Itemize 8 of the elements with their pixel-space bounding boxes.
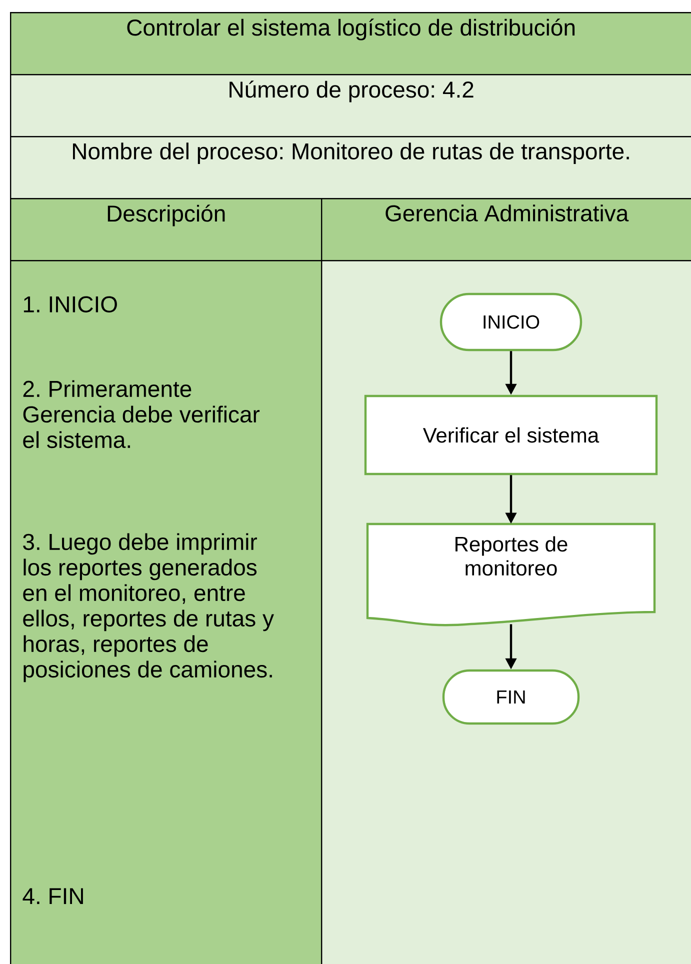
header-cell: Gerencia Administrativa — [321, 198, 691, 262]
process-box: Verificar el sistema — [364, 394, 658, 476]
terminal-box: INICIO — [440, 292, 582, 352]
header-cell: Descripción — [10, 198, 322, 262]
table-cell: Nombre del proceso: Monitoreo de rutas de transporte. — [10, 136, 691, 200]
table-cell: Número de proceso: 4.2 — [10, 74, 691, 138]
title-cell: Controlar el sistema logístico de distribución — [10, 12, 691, 76]
terminal-box: FIN — [442, 669, 580, 725]
